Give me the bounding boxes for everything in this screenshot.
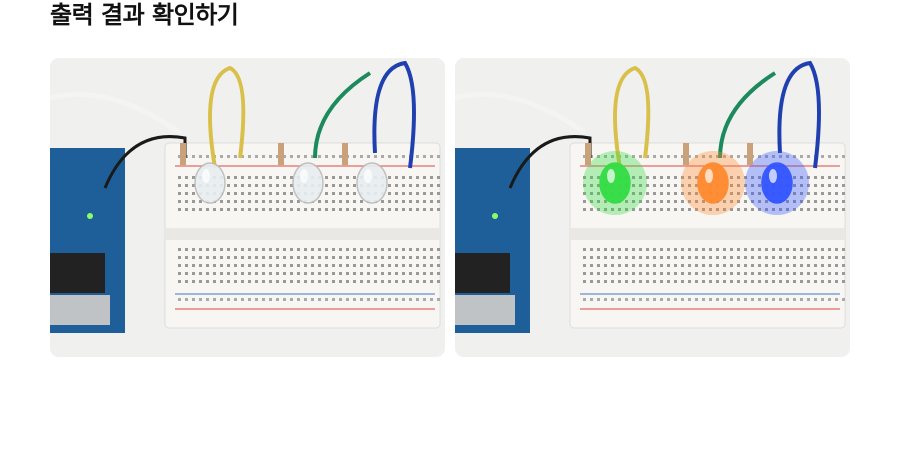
led-icon — [356, 162, 388, 204]
resistor-icon — [180, 143, 186, 165]
led-icon — [292, 162, 324, 204]
resistor-icon — [585, 143, 591, 165]
page-title: 출력 결과 확인하기 — [50, 1, 239, 29]
resistor-icon — [747, 143, 753, 165]
photo-leds-on — [455, 58, 850, 357]
led-icon — [761, 162, 793, 204]
resistor-icon — [683, 143, 689, 165]
resistor-icon — [342, 143, 348, 165]
led-icon — [194, 162, 226, 204]
resistor-icon — [278, 143, 284, 165]
led-icon — [697, 162, 729, 204]
led-icon — [599, 162, 631, 204]
photo-leds-off — [50, 58, 445, 357]
